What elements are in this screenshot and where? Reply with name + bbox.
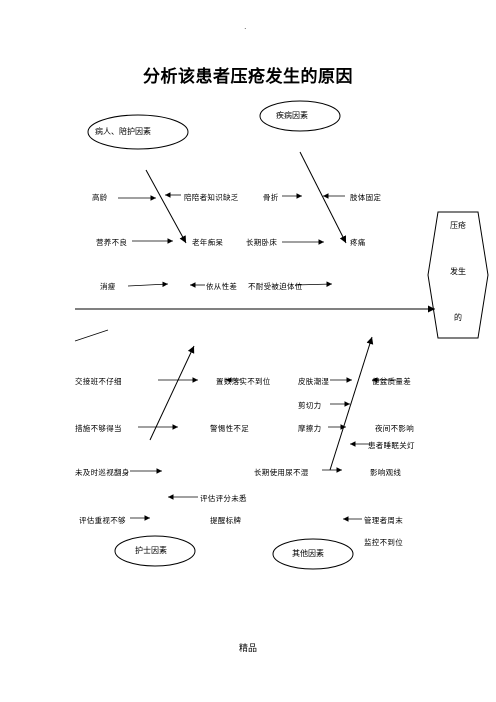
category-disease-label: 疾病因素: [276, 111, 308, 120]
cause-long-use-diaper: 长期使用尿不湿: [254, 468, 309, 477]
cause-fracture: 骨折: [263, 193, 279, 202]
cause-supervise: 监控不到位: [364, 538, 403, 547]
cause-measures-improper: 措施不够得当: [75, 424, 122, 433]
cause-limb-fixed: 肢体固定: [350, 193, 382, 202]
cause-reluctant-reposition: 不耐受被迫体位: [248, 282, 303, 291]
cause-old-age: 高龄: [92, 193, 108, 202]
cause-skin-moist: 皮肤潮湿: [298, 377, 330, 386]
cause-old-dementia: 老年痴呆: [192, 238, 224, 247]
footer-text: 精品: [238, 644, 257, 654]
other-bone: [329, 336, 374, 471]
head-shape: [427, 211, 489, 339]
cause-friction: 摩擦力: [298, 424, 322, 433]
cause-assessment-insufficient: 评估重视不够: [79, 516, 126, 525]
category-nurse-label: 护士因素: [135, 546, 167, 555]
page-title: 分析该患者压疮发生的原因: [143, 67, 353, 87]
cause-bedpan: 便盆质量差: [372, 377, 411, 386]
nurse-bone: [149, 345, 195, 441]
cause-affect-sleep: 影响观线: [370, 468, 402, 477]
other-factor-ellipse: [272, 538, 354, 570]
cause-pain: 疼痛: [350, 238, 366, 247]
cause-caregiver-knowledge: 陪陪者知识缺乏: [184, 193, 239, 202]
cause-not-timely-patrol: 未及时巡视翻身: [75, 468, 130, 477]
cause-malnutrition: 营养不良: [96, 238, 128, 247]
cause-alert-insufficient: 警惕性不足: [210, 424, 249, 433]
disease-bone: [299, 151, 347, 244]
cause-poor-compliance: 依从性差: [206, 282, 238, 291]
head-line1: 压疮: [450, 221, 466, 230]
cause-night-disturb: 夜间不影响: [375, 424, 414, 433]
patient-factor-ellipse: [87, 114, 189, 150]
tail-line: [74, 329, 109, 342]
cause-light-switch: 患者睡眠关灯: [368, 441, 415, 450]
cause-emaciation: 消瘦: [100, 282, 116, 291]
cause-long-bedrest: 长期卧床: [246, 238, 278, 247]
cause-manager: 管理者周末: [364, 516, 403, 525]
cause-risk-assessment: 评估评分未悉: [200, 494, 247, 503]
disease-factor-ellipse: [259, 100, 341, 132]
arrow-reposition: [294, 281, 333, 287]
cause-turning-not-done: 置数落实不到位: [216, 377, 271, 386]
cause-notice-sign: 提醒标牌: [210, 516, 242, 525]
cause-care-incomplete: 交接班不仔细: [75, 377, 122, 386]
arrow-emaciation: [127, 281, 169, 288]
nurse-factor-ellipse: [114, 535, 196, 567]
top-mark: .: [244, 22, 247, 31]
head-line3: 的: [454, 313, 462, 322]
head-line2: 发生: [450, 267, 466, 276]
cause-shear: 剪切力: [298, 401, 322, 410]
patient-bone: [145, 169, 187, 244]
category-other-label: 其他因素: [292, 549, 324, 558]
category-patient-label: 病人、陪护因素: [95, 127, 151, 136]
